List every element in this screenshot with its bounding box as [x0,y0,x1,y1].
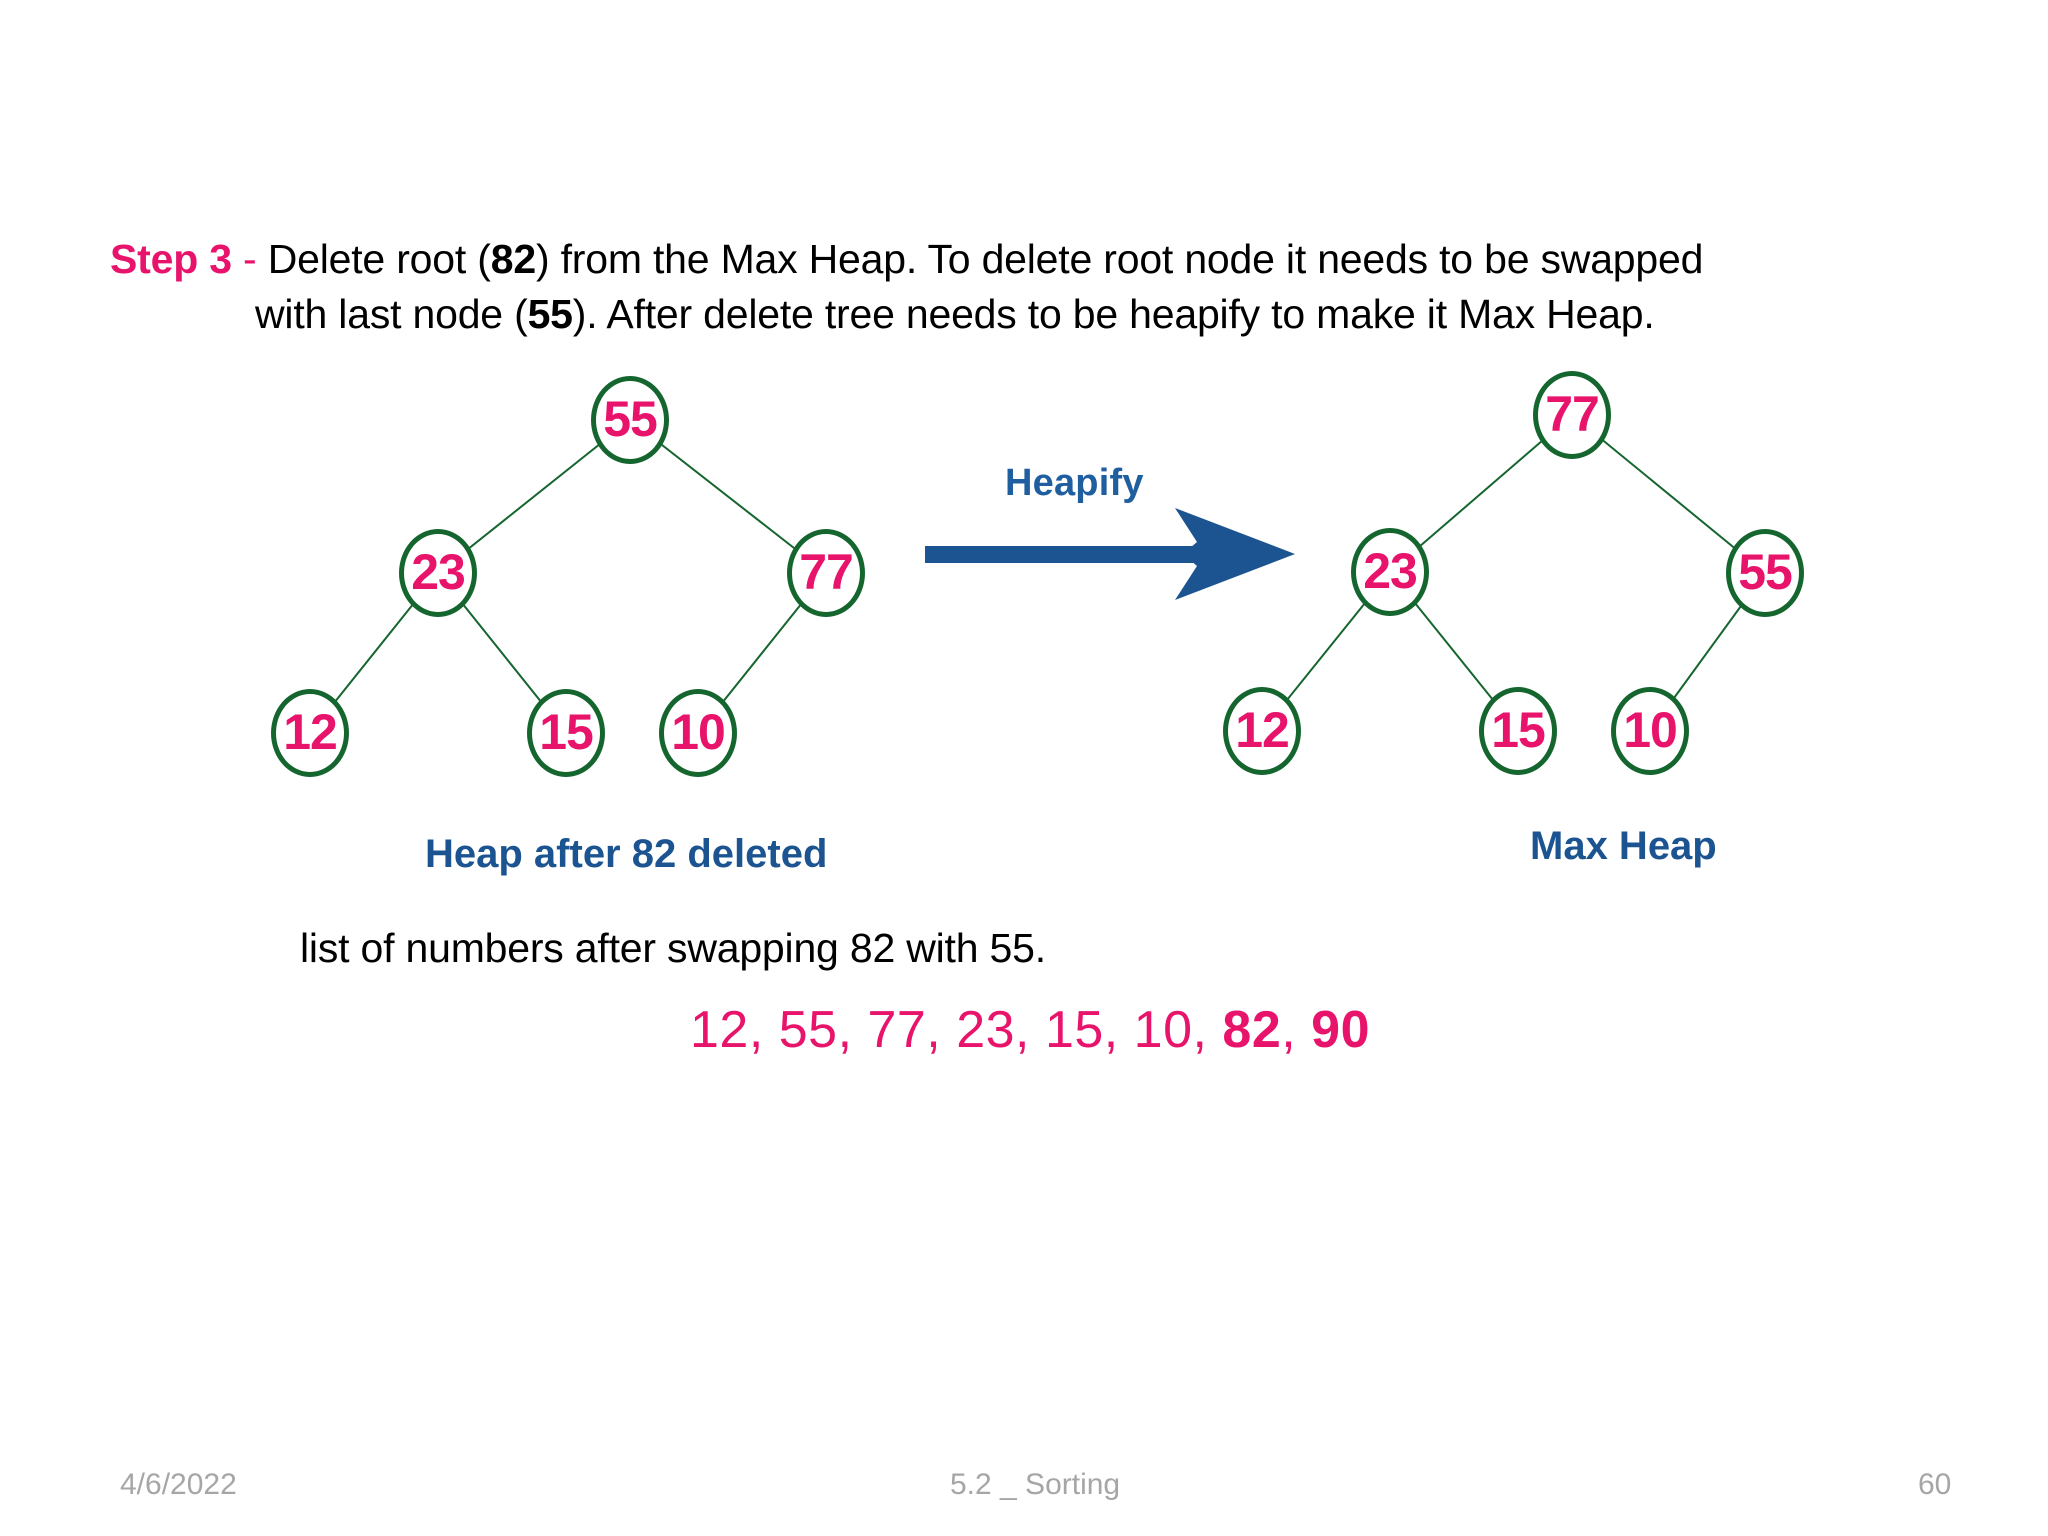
left-tree-node-77: 77 [787,529,865,617]
number-list-plain: 12, 55, 77, 23, 15, 10, [690,1001,1223,1059]
heapify-label: Heapify [1005,462,1144,504]
slide-heading: Step 3 - Delete root (82) from the Max H… [110,232,1990,341]
heading-line2-part-a: with last node ( [255,290,528,337]
heading-line2-part-b: ). After delete tree needs to be heapify… [572,290,1655,337]
left-tree-node-12: 12 [271,689,349,777]
left-tree-node-10: 10 [659,689,737,777]
node-value: 55 [1738,544,1793,600]
number-list-bold-90: 90 [1311,1001,1370,1059]
heapify-arrow-icon [925,508,1295,600]
footer-page-number: 60 [1918,1468,1952,1501]
right-tree-node-77: 77 [1533,371,1611,459]
left-tree-caption: Heap after 82 deleted [425,832,828,876]
node-value: 15 [539,704,594,760]
left-tree-node-15: 15 [527,689,605,777]
right-tree-node-15: 15 [1479,687,1557,775]
swap-note-text: list of numbers after swapping 82 with 5… [300,925,1046,971]
right-tree-node-12: 12 [1223,687,1301,775]
left-tree-node-23: 23 [399,529,477,617]
node-value: 55 [603,391,658,447]
right-tree-node-23: 23 [1351,528,1429,616]
number-list-separator: , [1281,1001,1312,1059]
node-value: 12 [283,704,338,760]
heading-line2-bold-value: 55 [527,290,573,337]
node-value: 10 [1623,702,1678,758]
step-label: Step 3 [110,236,232,282]
right-tree-caption: Max Heap [1530,824,1717,868]
node-value: 10 [671,704,726,760]
node-value: 77 [1545,386,1600,442]
left-tree-node-55: 55 [591,376,669,464]
heading-line2: with last node (55). After delete tree n… [110,287,1990,342]
node-value: 77 [799,544,854,600]
node-value: 15 [1491,702,1546,758]
node-value: 23 [411,544,466,600]
right-tree-node-55: 55 [1726,529,1804,617]
node-value: 12 [1235,702,1290,758]
node-value: 23 [1363,543,1418,599]
heading-line1-part-a: Delete root ( [267,236,491,282]
number-list-bold-82: 82 [1222,1001,1282,1059]
step-dash: - [243,236,257,282]
footer-date: 4/6/2022 [120,1468,237,1501]
heading-line1-bold-value: 82 [490,236,536,282]
footer-title: 5.2 _ Sorting [950,1468,1121,1501]
right-tree-node-10: 10 [1611,687,1689,775]
number-list: 12, 55, 77, 23, 15, 10, 82, 90 [690,1000,1370,1060]
heading-line1-part-b: ) from the Max Heap. To delete root node… [535,236,1704,282]
